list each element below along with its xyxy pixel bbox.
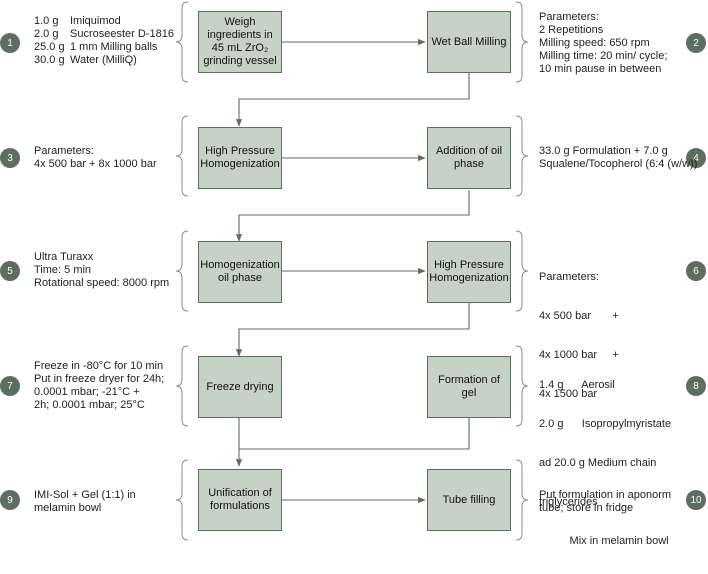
ingredient-amount: 2.0 g	[34, 28, 59, 40]
step-number-9: 9	[0, 490, 20, 510]
box-unification: Unification of formulations	[198, 469, 282, 531]
ingredient-name: Imiquimod	[70, 15, 121, 27]
text-line: 4x 500 bar + 8x 1000 bar	[34, 158, 157, 170]
text-line: Milling speed: 650 rpm	[539, 37, 650, 49]
text-line: Rotational speed: 8000 rpm	[34, 277, 170, 289]
box-formation-of-gel: Formation of gel	[427, 356, 511, 418]
box-label: Unification of formulations	[208, 487, 272, 512]
text-line: 4x 1500 bar	[539, 388, 598, 400]
ingredient-row: 30.0 g Water (MilliQ)	[34, 54, 174, 67]
text-line: ad 20.0 g Medium chain	[539, 457, 657, 469]
text-line: IMI-Sol + Gel (1:1) in	[34, 489, 136, 501]
box-label: High Pressure Homogenization	[429, 259, 509, 284]
text-line: Parameters:	[539, 271, 599, 283]
ingredient-row: 2.0 g Sucroseester D-1816	[34, 28, 174, 41]
box-label: Freeze drying	[206, 380, 274, 393]
step-8-parameters: 1.4 g Aerosil 2.0 g Isopropylmyristate a…	[539, 353, 671, 574]
right-brace-row-4	[515, 345, 529, 427]
text-line: 4x 500 bar +	[539, 310, 619, 322]
step-number-6: 6	[686, 261, 706, 281]
text-line: 4x 1000 bar +	[539, 349, 619, 361]
step-number-7: 7	[0, 376, 20, 396]
line-gel-to-merge	[239, 418, 470, 450]
box-hp-homogenization-2: High Pressure Homogenization	[427, 241, 511, 303]
step-5-parameters: Ultra Turaxx Time: 5 min Rotational spee…	[34, 251, 169, 290]
box-freeze-drying: Freeze drying	[198, 356, 282, 418]
text-line: Parameters:	[34, 145, 94, 157]
diagram-lines	[175, 1, 529, 541]
step-7-parameters: Freeze in -80°C for 10 min Put in freeze…	[34, 360, 164, 412]
step-2-parameters: Parameters: 2 Repetitions Milling speed:…	[539, 11, 667, 76]
step-number-8: 8	[686, 376, 706, 396]
ingredient-amount: 30.0 g	[34, 54, 65, 66]
step-number-10: 10	[686, 490, 706, 510]
text-line: 33.0 g Formulation + 7.0 g	[539, 145, 668, 157]
arrow-milling-to-hph1	[235, 73, 470, 127]
text-line: 10 min pause in between	[539, 63, 662, 75]
right-brace-row-1	[515, 1, 529, 83]
step-number-1: 1	[0, 33, 20, 53]
box-homogenization-oil-phase: Homogenization oil phase	[198, 241, 282, 303]
text-line: Squalene/Tocopherol (6:4 (w/w))	[539, 158, 698, 170]
text-line: Parameters:	[539, 11, 599, 23]
left-brace-row-1	[175, 1, 189, 83]
step-9-parameters: IMI-Sol + Gel (1:1) in melamin bowl	[34, 489, 136, 515]
text-line: Time: 5 min	[34, 264, 92, 276]
text-line: Put in freeze dryer for 24h;	[34, 373, 165, 385]
box-tube-filling: Tube filling	[427, 469, 511, 531]
text-line: Freeze in -80°C for 10 min	[34, 360, 164, 372]
left-brace-row-5	[175, 459, 189, 541]
left-brace-row-4	[175, 345, 189, 427]
ingredient-name: 1 mm Milling balls	[70, 41, 158, 53]
step-3-parameters: Parameters: 4x 500 bar + 8x 1000 bar	[34, 145, 157, 171]
box-label: Addition of oil phase	[435, 145, 503, 170]
right-brace-row-3	[515, 230, 529, 312]
box-addition-oil-phase: Addition of oil phase	[427, 127, 511, 189]
left-brace-row-2	[175, 115, 189, 197]
step-number-2: 2	[686, 33, 706, 53]
right-brace-row-2	[515, 115, 529, 197]
ingredient-row: 1.0 g Imiquimod	[34, 15, 174, 28]
arrow-hph2-to-freeze	[235, 303, 470, 357]
ingredient-amount: 25.0 g	[34, 41, 65, 53]
process-flow-diagram: Weigh ingredients in 45 mL ZrO₂ grinding…	[0, 1, 706, 547]
text-line: Ultra Turaxx	[34, 251, 94, 263]
step-6-parameters: Parameters: 4x 500 bar + 4x 1000 bar + 4…	[539, 245, 619, 427]
text-line: 2.0 g Isopropylmyristate	[539, 418, 672, 430]
left-brace-row-3	[175, 230, 189, 312]
step-4-parameters: 33.0 g Formulation + 7.0 g Squalene/Toco…	[539, 145, 697, 171]
box-label: High Pressure Homogenization	[200, 145, 280, 170]
box-weigh-ingredients: Weigh ingredients in 45 mL ZrO₂ grinding…	[198, 11, 282, 73]
text-line: melamin bowl	[34, 502, 102, 514]
box-label: Weigh ingredients in 45 mL ZrO₂ grinding…	[203, 16, 277, 67]
text-line: Milling time: 20 min/ cycle;	[539, 50, 668, 62]
box-label: Formation of gel	[438, 374, 500, 399]
step-number-3: 3	[0, 148, 20, 168]
text-line: 2h; 0.0001 mbar; 25°C	[34, 399, 145, 411]
box-wet-ball-milling: Wet Ball Milling	[427, 11, 511, 73]
text-line: Mix in melamin bowl	[539, 535, 669, 547]
ingredient-name: Water (MilliQ)	[70, 54, 137, 66]
box-hp-homogenization-1: High Pressure Homogenization	[198, 127, 282, 189]
right-brace-row-5	[515, 459, 529, 541]
step-10-parameters: Put formulation in aponorm tube; store i…	[539, 489, 671, 515]
text-line: 1.4 g Aerosil	[539, 379, 615, 391]
text-line: 0.0001 mbar; -21°C +	[34, 386, 140, 398]
text-line: Put formulation in aponorm	[539, 489, 672, 501]
box-label: Tube filling	[442, 493, 496, 506]
arrow-oil-to-homog	[235, 190, 470, 242]
step-number-4: 4	[686, 148, 706, 168]
box-label: Homogenization oil phase	[200, 259, 280, 284]
text-line: tube; store in fridge	[539, 502, 634, 514]
ingredient-row: 25.0 g 1 mm Milling balls	[34, 41, 174, 54]
ingredient-amount: 1.0 g	[34, 15, 59, 27]
step-number-5: 5	[0, 261, 20, 281]
box-label: Wet Ball Milling	[431, 35, 507, 48]
ingredient-name: Sucroseester D-1816	[70, 28, 174, 40]
text-line: 2 Repetitions	[539, 24, 604, 36]
text-line: triglycerides	[539, 496, 598, 508]
